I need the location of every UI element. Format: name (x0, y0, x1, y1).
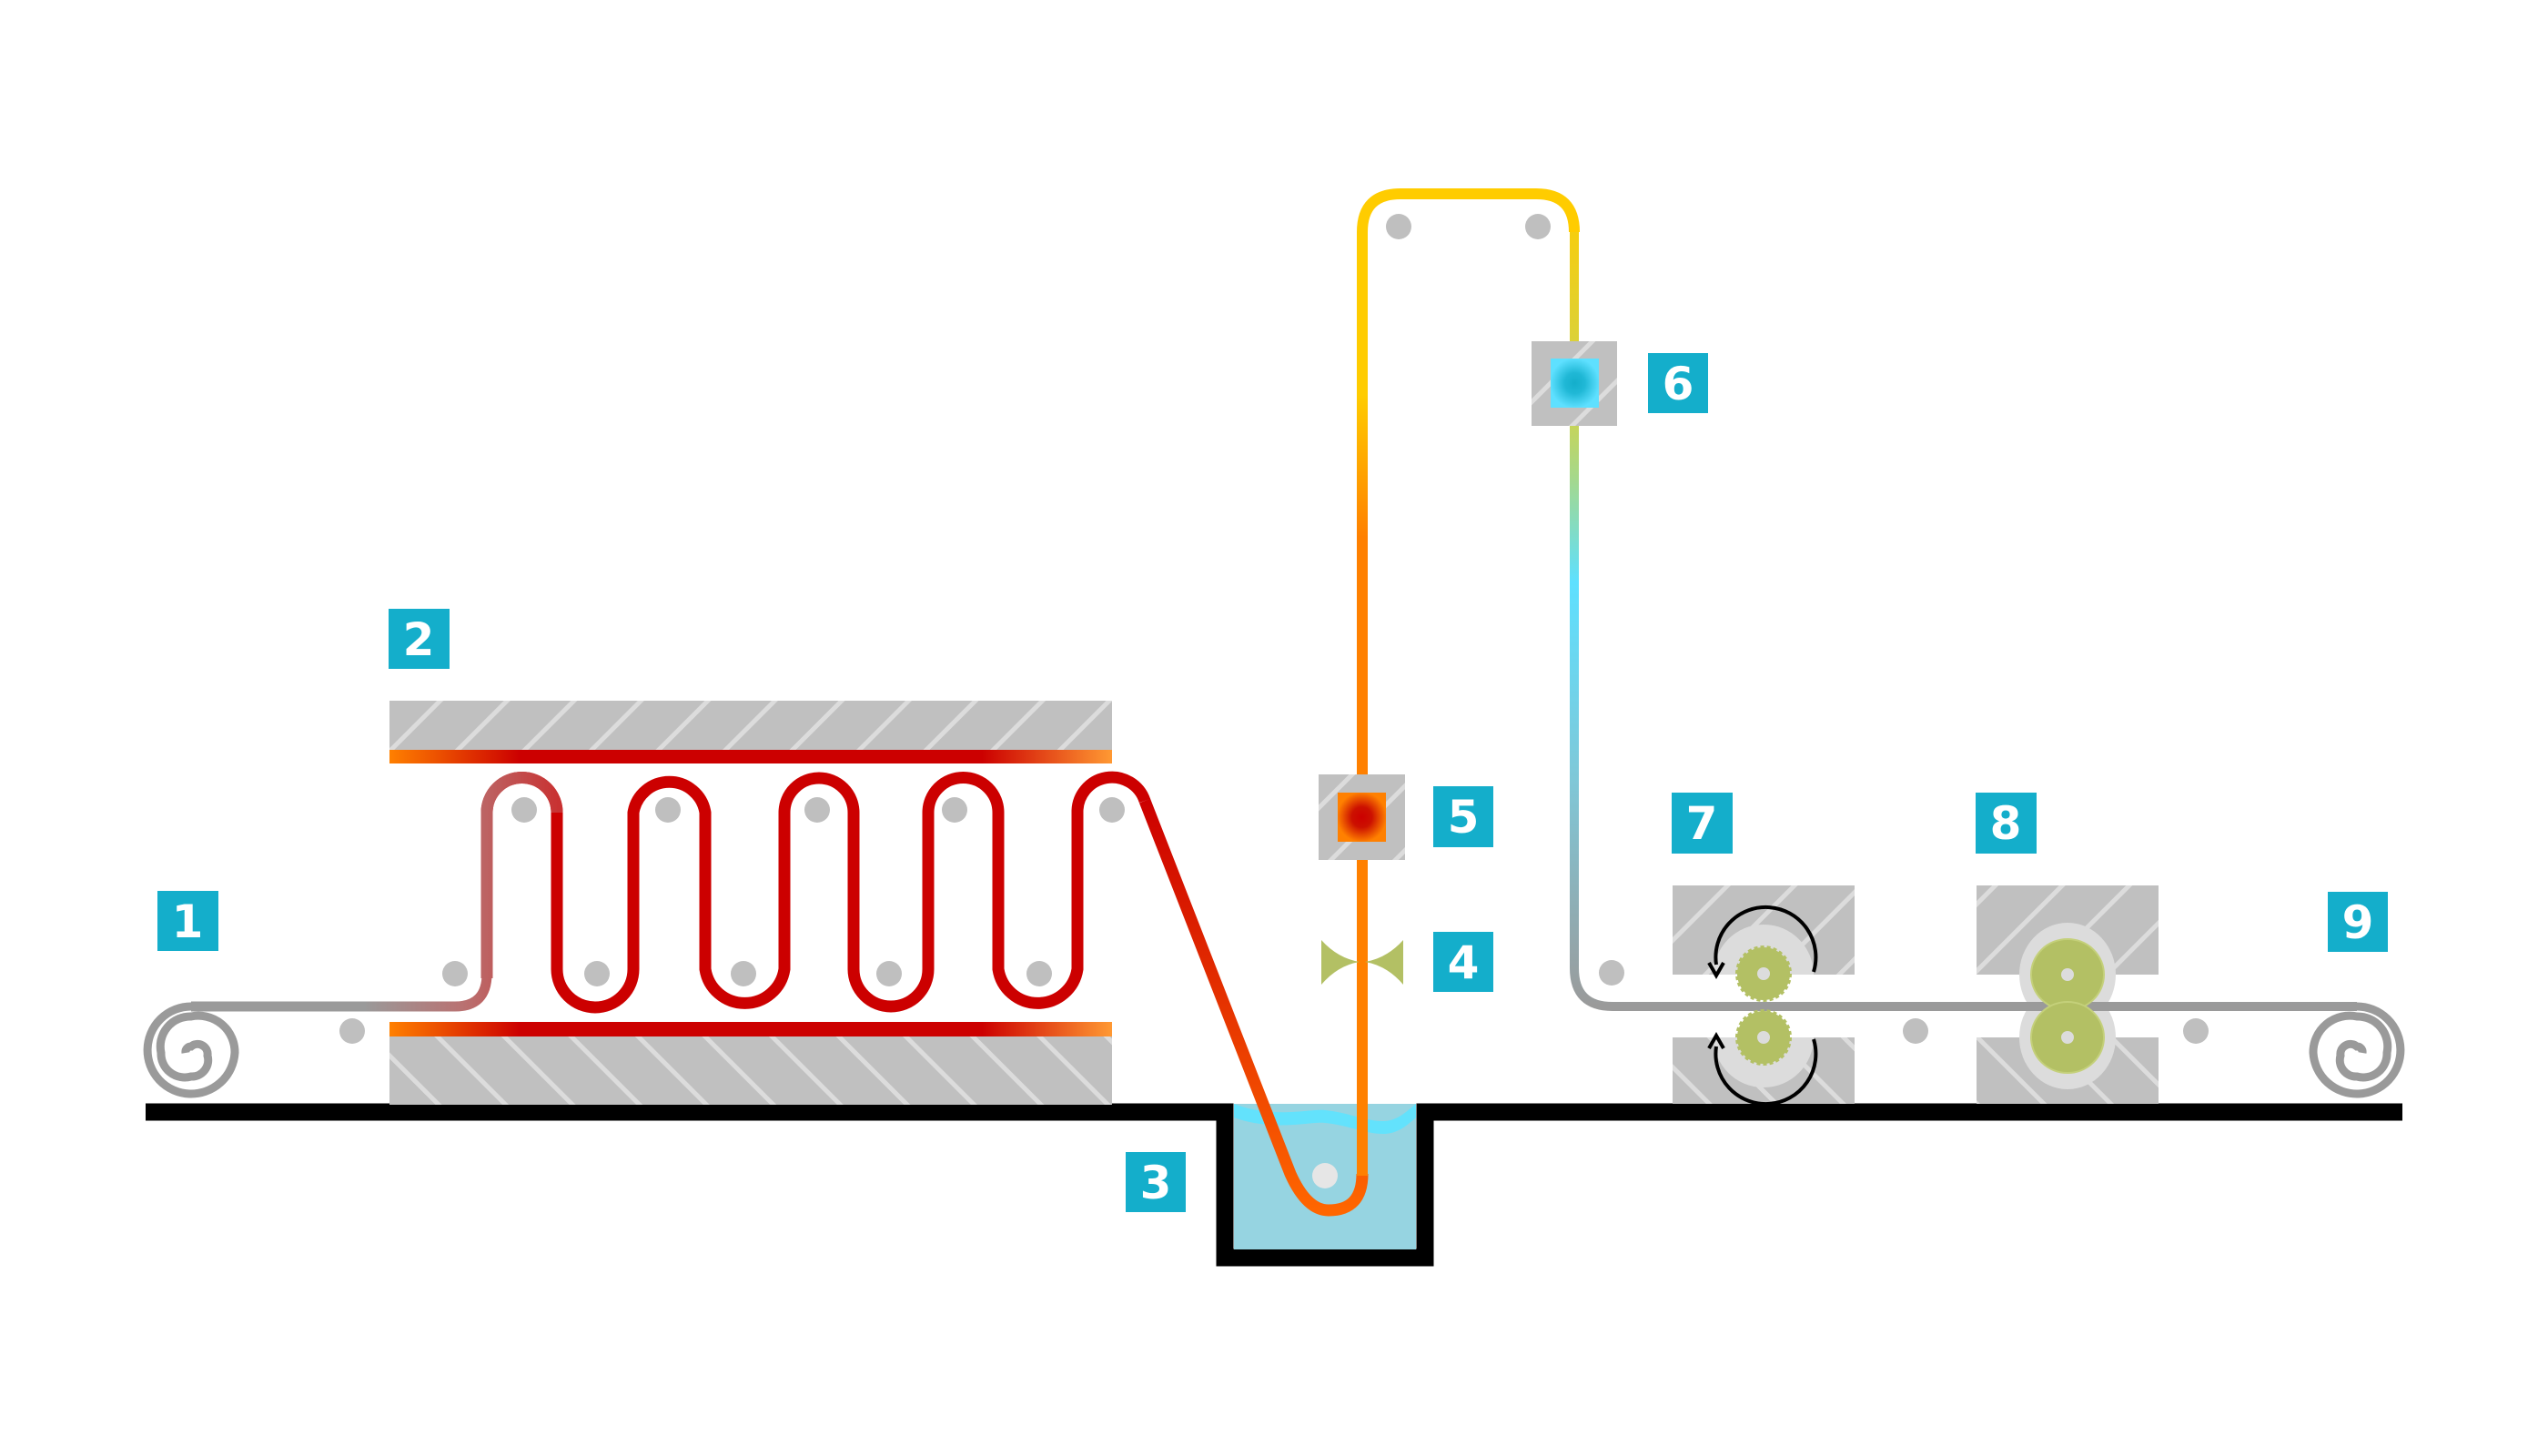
heater-unit (1319, 774, 1405, 860)
roller (731, 961, 756, 986)
roller (2183, 1018, 2209, 1044)
step-number: 4 (1448, 936, 1480, 989)
cooling-unit (1532, 341, 1617, 426)
step-label-1: 1 (157, 891, 218, 951)
roller (1599, 960, 1624, 986)
spray-nozzle-icon (1321, 940, 1403, 985)
calender-roller-upper (2030, 938, 2105, 1011)
bath-roller (1312, 1163, 1338, 1188)
roller (1903, 1018, 1928, 1044)
embossing-roller-lower (1735, 1009, 1792, 1066)
step-number: 1 (172, 895, 204, 948)
step-number: 9 (2342, 896, 2374, 949)
lower-press-plate (389, 1036, 1112, 1105)
lower-heater-strip (389, 1022, 1112, 1036)
roller (1099, 797, 1125, 823)
take-up-roll (2309, 1002, 2405, 1098)
step-label-7: 7 (1672, 793, 1733, 854)
roller (442, 961, 468, 986)
step-number: 6 (1663, 358, 1694, 410)
step-label-2: 2 (389, 609, 450, 669)
web-feed (191, 973, 492, 1012)
quench-bath (1234, 1104, 1416, 1249)
embossing-station (1673, 885, 1855, 1107)
upper-heater-strip (389, 750, 1112, 763)
roller (1525, 214, 1551, 239)
calender-roller-lower (2030, 1001, 2105, 1074)
upper-press-plate (389, 701, 1112, 750)
step-label-6: 6 (1648, 353, 1708, 413)
roller (804, 797, 830, 823)
roller (584, 961, 610, 986)
cool-source-icon (1551, 359, 1599, 408)
roller (942, 797, 967, 823)
step-number: 7 (1686, 797, 1718, 850)
web-descend (1570, 232, 2357, 1011)
step-number: 2 (403, 613, 435, 666)
step-number: 8 (1990, 797, 2022, 850)
step-label-3: 3 (1126, 1152, 1186, 1212)
ground-line (146, 1103, 2402, 1267)
heating-press (389, 701, 1112, 1105)
web-serpentine (480, 771, 1151, 1014)
step-label-4: 4 (1433, 932, 1493, 992)
step-label-9: 9 (2328, 892, 2388, 952)
embossing-roller-upper (1735, 945, 1792, 1002)
web-rise (1357, 188, 1580, 1176)
step-label-5: 5 (1433, 786, 1493, 847)
feed-roll (143, 1002, 239, 1098)
calender-station (1966, 885, 2169, 1104)
roller (655, 797, 681, 823)
roller (1026, 961, 1052, 986)
roller (1386, 214, 1411, 239)
web-to-bath (1138, 798, 1369, 1217)
roller (339, 1018, 365, 1044)
step-number: 3 (1140, 1157, 1172, 1209)
roller (876, 961, 902, 986)
heat-source-icon (1338, 793, 1386, 842)
rotation-arrow-icon (1707, 905, 1818, 1107)
step-number: 5 (1448, 791, 1480, 844)
guide-rollers (339, 214, 2209, 1044)
step-label-8: 8 (1976, 793, 2037, 854)
roller (511, 797, 537, 823)
